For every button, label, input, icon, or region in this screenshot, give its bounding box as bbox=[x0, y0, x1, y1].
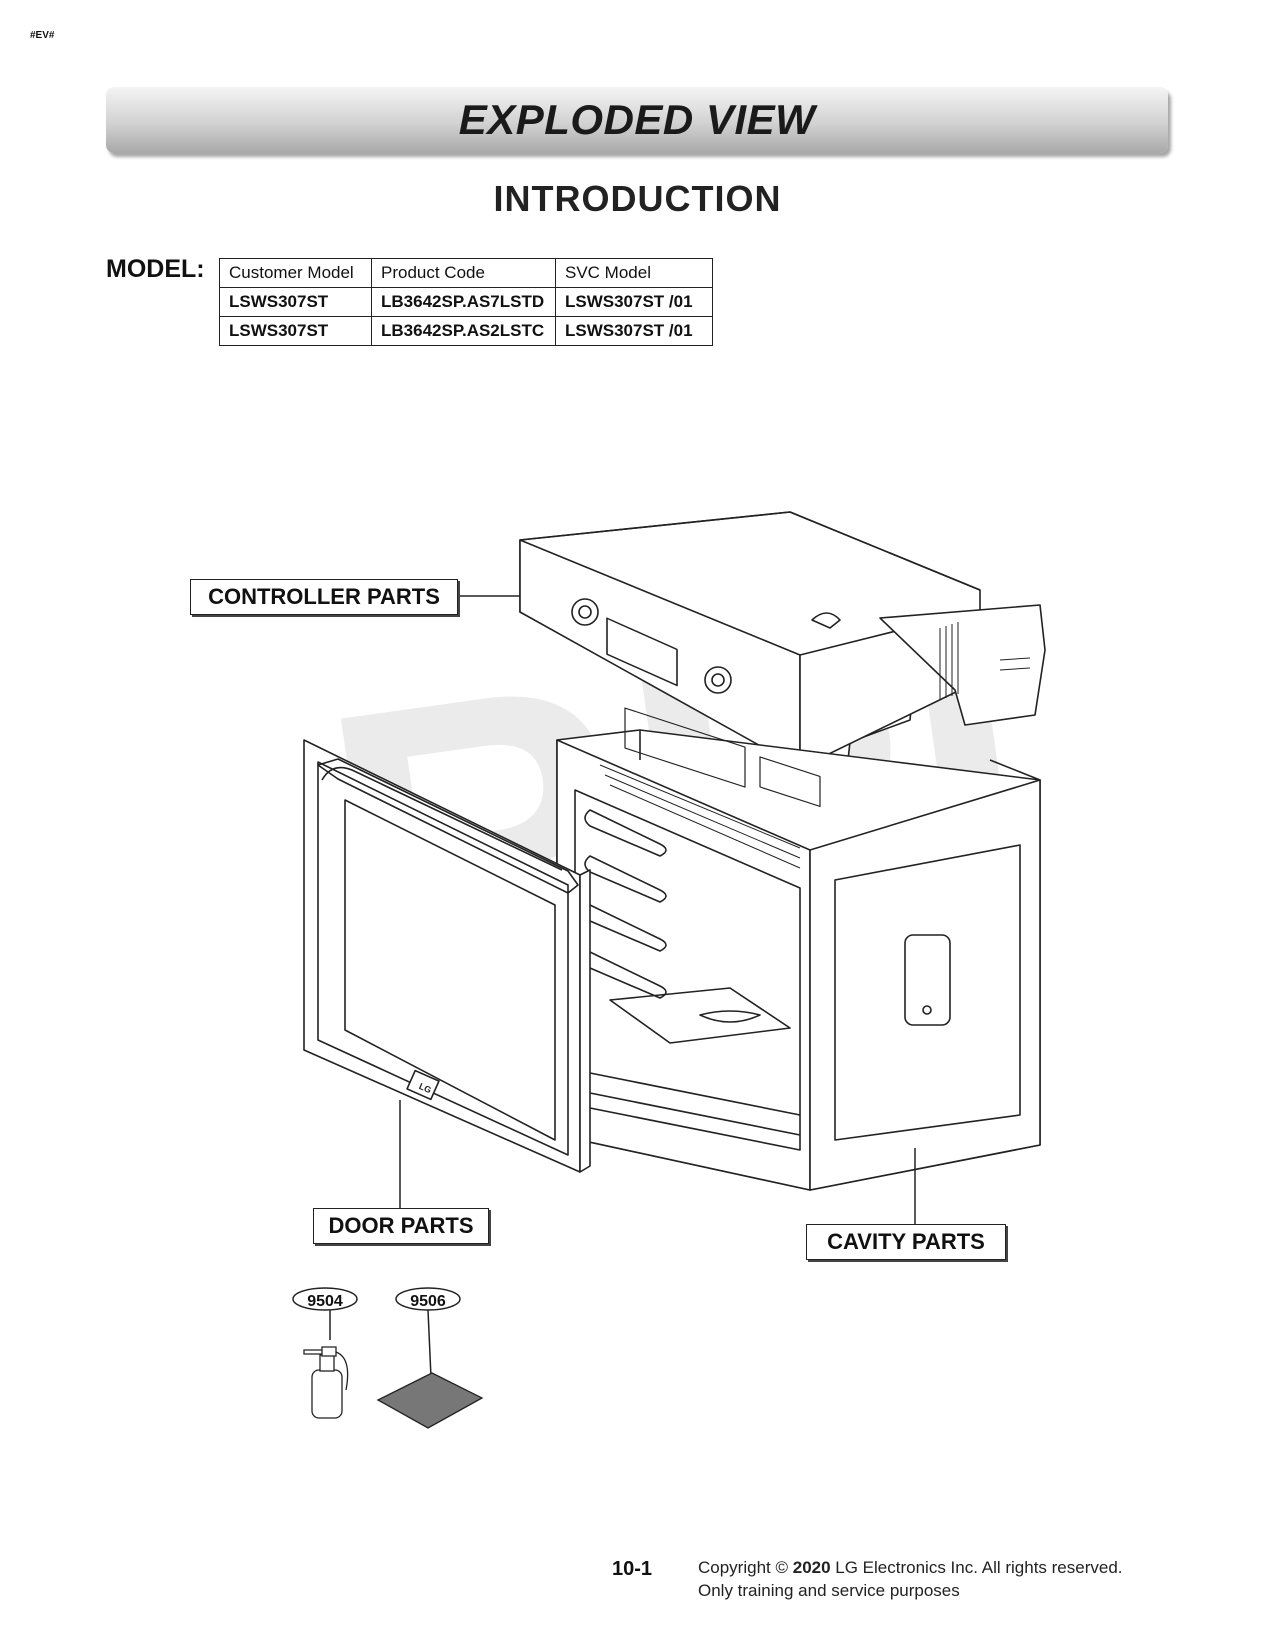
accessory-9504: 9504 bbox=[292, 1287, 358, 1419]
column-header: Customer Model bbox=[219, 258, 372, 288]
model-table: Customer Model Product Code SVC Model LS… bbox=[219, 258, 713, 346]
page-title: EXPLODED VIEW bbox=[458, 96, 816, 143]
copyright-notice: Copyright © 2020 LG Electronics Inc. All… bbox=[698, 1556, 1123, 1602]
part-number-bubble bbox=[292, 1287, 358, 1311]
model-table-header: Customer Model Product Code SVC Model bbox=[219, 258, 713, 288]
document-tag: #EV# bbox=[30, 30, 55, 41]
title-banner: EXPLODED VIEW bbox=[106, 87, 1168, 153]
cavity-parts-callout: CAVITY PARTS bbox=[806, 1224, 1006, 1260]
page-number: 10-1 bbox=[612, 1558, 653, 1580]
product-code-cell: LB3642SP.AS7LSTD bbox=[371, 287, 556, 317]
lg-logo-plate bbox=[406, 1069, 440, 1101]
spray-bottle-icon bbox=[303, 1346, 349, 1419]
accessory-9506: 9506 bbox=[376, 1287, 484, 1429]
cavity-assembly bbox=[556, 707, 1041, 1191]
callout-leaders bbox=[329, 595, 916, 1401]
svc-model-cell: LSWS307ST /01 bbox=[555, 316, 713, 346]
copyright-prefix: Copyright © bbox=[698, 1558, 793, 1577]
customer-model-cell: LSWS307ST bbox=[219, 316, 372, 346]
copyright-year: 2020 bbox=[792, 1558, 831, 1577]
table-row: LSWS307ST LB3642SP.AS2LSTC LSWS307ST /01 bbox=[219, 316, 713, 346]
part-number-label: 9504 bbox=[307, 1293, 343, 1310]
column-header: SVC Model bbox=[555, 258, 713, 288]
door-assembly: LG bbox=[303, 739, 591, 1173]
copyright-suffix: LG Electronics Inc. All rights reserved. bbox=[830, 1558, 1123, 1577]
svc-model-cell: LSWS307ST /01 bbox=[555, 287, 713, 317]
copyright-line: Copyright © 2020 LG Electronics Inc. All… bbox=[698, 1556, 1123, 1579]
controller-assembly bbox=[519, 511, 1046, 769]
part-number-bubble bbox=[395, 1287, 461, 1311]
table-row: LSWS307ST LB3642SP.AS7LSTD LSWS307ST /01 bbox=[219, 287, 713, 317]
section-subtitle: INTRODUCTION bbox=[493, 178, 782, 219]
customer-model-cell: LSWS307ST bbox=[219, 287, 372, 317]
door-parts-callout: DOOR PARTS bbox=[313, 1208, 489, 1244]
model-label: MODEL: bbox=[106, 255, 205, 283]
product-code-cell: LB3642SP.AS2LSTC bbox=[371, 316, 556, 346]
part-number-label: 9506 bbox=[410, 1293, 446, 1310]
usage-note: Only training and service purposes bbox=[698, 1581, 960, 1600]
controller-parts-callout: CONTROLLER PARTS bbox=[190, 579, 458, 615]
cleaning-pad-icon bbox=[376, 1372, 484, 1429]
oven-illustration: LG bbox=[303, 511, 1046, 1191]
lg-logo-text: LG bbox=[417, 1081, 432, 1095]
column-header: Product Code bbox=[371, 258, 556, 288]
